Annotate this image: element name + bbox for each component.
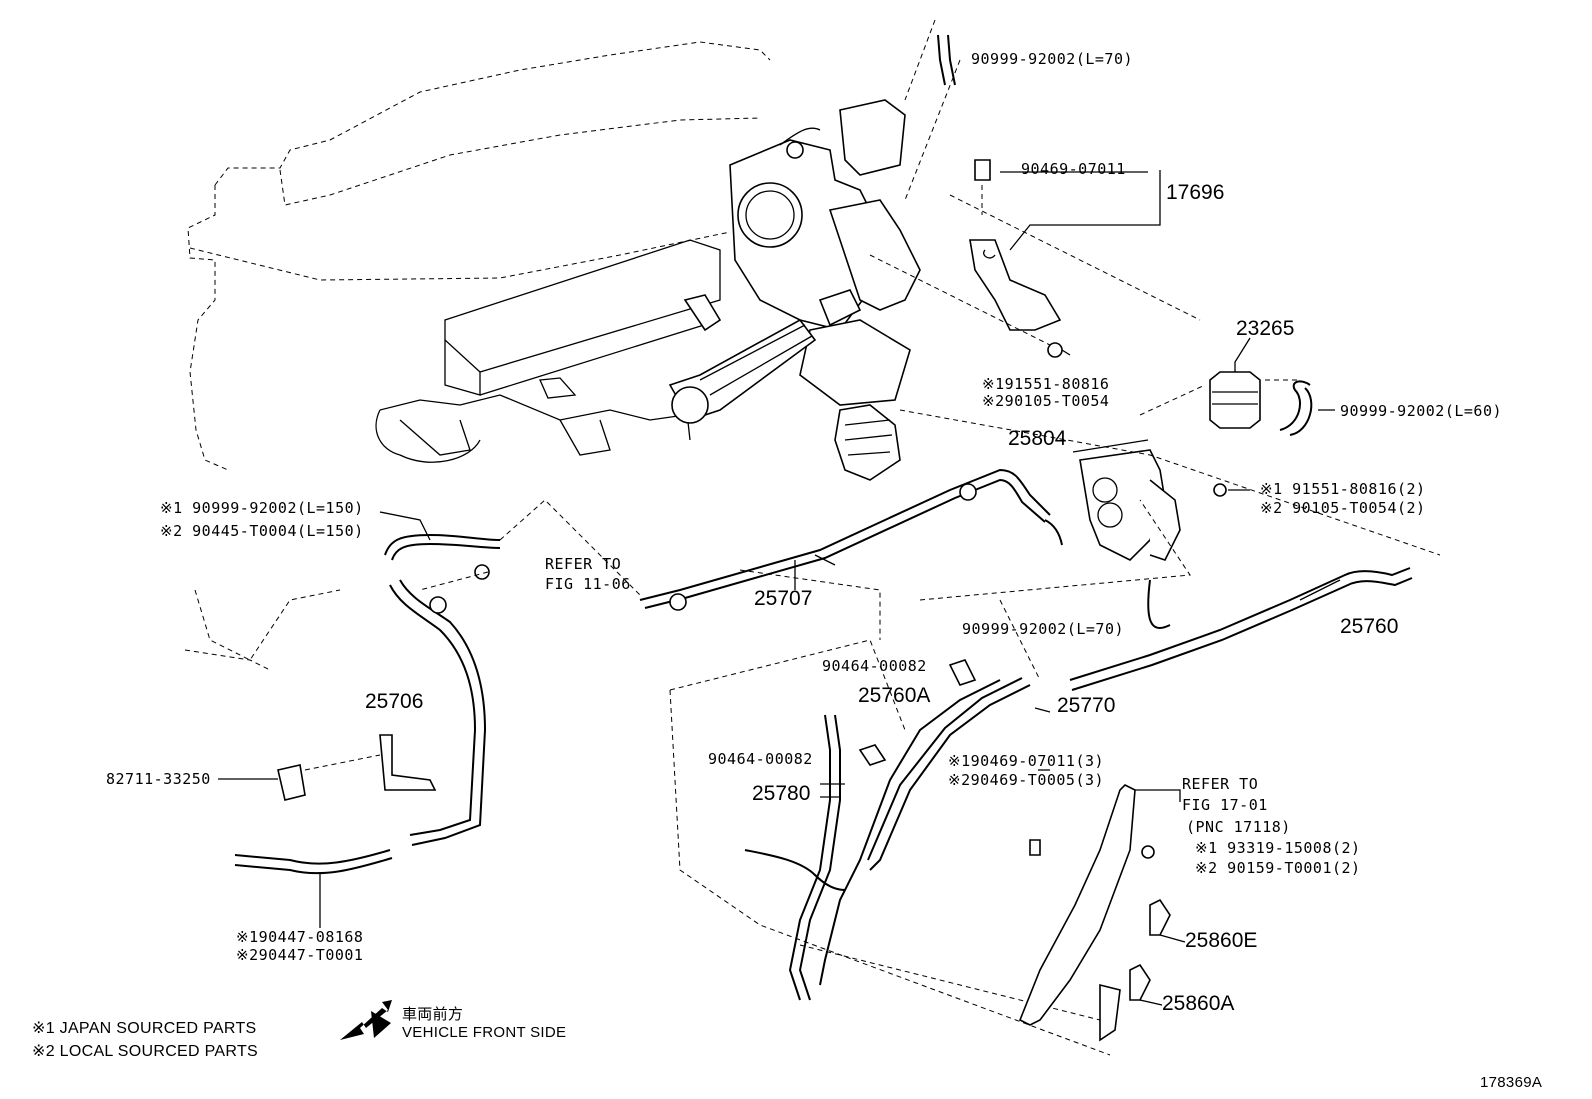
callout-vsv-25804: 25804 [1008, 427, 1067, 450]
filter-23265 [1139, 337, 1335, 436]
callout-refer-b-2[interactable]: FIG 17-01 [1182, 796, 1268, 814]
throttle-body [668, 99, 921, 481]
callout-hose-mid: 90999-92002(L=70) [962, 620, 1125, 638]
note-front-en: VEHICLE FRONT SIDE [402, 1024, 567, 1041]
callout-refer-b-1[interactable]: REFER TO [1182, 775, 1259, 793]
callout-sensor-25860e: 25860E [1185, 929, 1258, 952]
callout-clamp-a: 90469-07011 [1021, 160, 1126, 178]
callout-bolt-a2: ※290105-T0054 [982, 392, 1110, 410]
callout-bolt-c2: ※2 90159-T0001(2) [1195, 859, 1361, 877]
callout-pipe-25707: 25707 [754, 587, 813, 610]
callout-bolt-a1: ※191551-80816 [982, 375, 1110, 393]
callout-hose-left-2: ※2 90445-T0004(L=150) [160, 522, 364, 540]
callout-hose-right: 90999-92002(L=60) [1340, 402, 1503, 420]
callout-bolt-b2: ※2 90105-T0054(2) [1260, 499, 1426, 517]
note-local-sourced: ※2 LOCAL SOURCED PARTS [32, 1043, 258, 1060]
figure-id: 178369A [1480, 1074, 1543, 1091]
callout-refer-b-3: (PNC 17118) [1186, 818, 1291, 836]
vsv-25804 [899, 409, 1441, 629]
callout-sensor-25860a: 25860A [1162, 992, 1235, 1015]
callout-bracket-17696: 17696 [1166, 181, 1225, 204]
callout-pipe-25780: 25780 [752, 782, 811, 805]
engine-block [375, 239, 721, 463]
hose-left-top [379, 499, 641, 596]
callout-filter-23265: 23265 [1236, 317, 1295, 340]
callout-pipe-25760a: 25760A [858, 684, 931, 707]
callout-clamp-b2: ※290469-T0005(3) [948, 771, 1105, 789]
sensor-bracket [1018, 769, 1186, 1042]
callout-sensor-bracket: 82711-33250 [106, 770, 211, 788]
bracket-17696 [869, 159, 1201, 358]
note-front-jp: 車両前方 [402, 1006, 464, 1023]
hose-bottom-left [234, 849, 393, 928]
pipe-25706 [218, 579, 487, 846]
pipe-25707 [639, 468, 1063, 611]
callout-clip-a: 90464-00082 [822, 657, 927, 675]
callout-hose-left-1: ※1 90999-92002(L=150) [160, 499, 364, 517]
note-japan-sourced: ※1 JAPAN SOURCED PARTS [32, 1020, 257, 1037]
vehicle-front-arrow [340, 1000, 392, 1040]
callout-refer-a-2[interactable]: FIG 11-06 [545, 575, 631, 593]
callout-pipe-25706: 25706 [365, 690, 424, 713]
callout-pipe-25770: 25770 [1057, 694, 1116, 717]
top-hose [904, 19, 961, 201]
callout-hose-bottom-2: ※290447-T0001 [236, 946, 364, 964]
callout-clip-b: 90464-00082 [708, 750, 813, 768]
callout-bolt-c1: ※1 93319-15008(2) [1195, 839, 1361, 857]
callout-bolt-b1: ※1 91551-80816(2) [1260, 480, 1426, 498]
callout-hose-top: 90999-92002(L=70) [971, 50, 1134, 68]
callout-refer-a-1[interactable]: REFER TO [545, 555, 622, 573]
callout-hose-bottom-1: ※190447-08168 [236, 928, 364, 946]
pipes-lower [669, 569, 1111, 1056]
engine-outline [184, 41, 771, 671]
callout-pipe-25760: 25760 [1340, 615, 1399, 638]
pipe-25760 [1069, 567, 1413, 691]
callout-clamp-b1: ※190469-07011(3) [948, 752, 1105, 770]
